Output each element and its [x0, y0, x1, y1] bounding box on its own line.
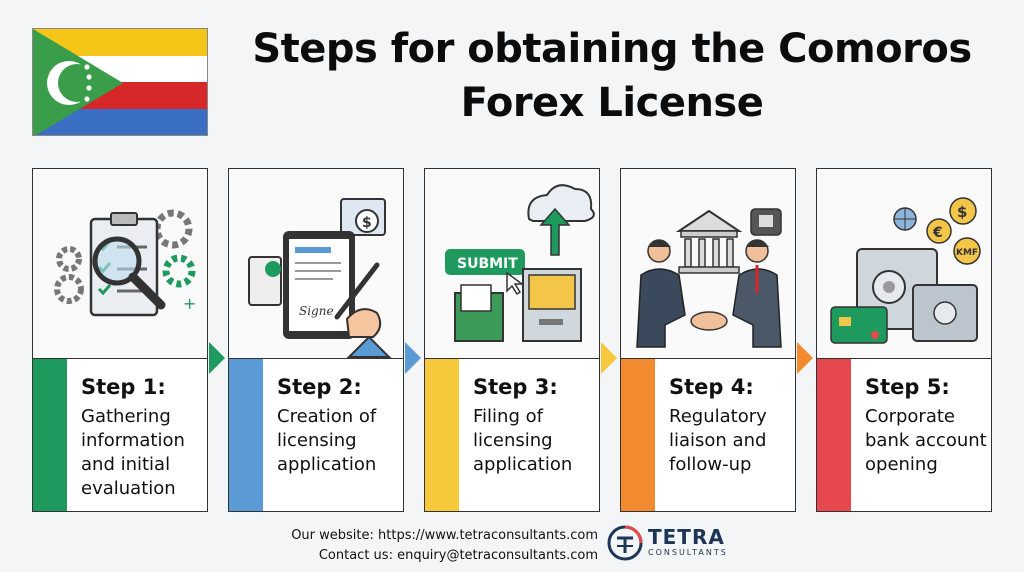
- website-link[interactable]: Our website: https://www.tetraconsultant…: [291, 528, 598, 543]
- comoros-flag: [32, 28, 208, 136]
- svg-text:$: $: [957, 203, 967, 221]
- step-card-1: + Step 1: Gathering information and init…: [32, 168, 208, 512]
- step-card-5: $ € KMF Step 5: Corporate bank account o…: [816, 168, 992, 512]
- step-label: Step 5:: [865, 375, 950, 399]
- brand-name: TETRA: [648, 525, 725, 549]
- step-label: Step 2:: [277, 375, 362, 399]
- tablet-signature-icon: $ Signe: [229, 169, 403, 359]
- step-description: Corporate bank account opening: [865, 406, 987, 475]
- handshake-regulator-icon: [621, 169, 795, 359]
- brand-wordmark: TETRA CONSULTANTS: [648, 526, 728, 558]
- step-description: Creation of licensing application: [277, 406, 377, 475]
- step-description: Gathering information and initial evalua…: [81, 406, 185, 499]
- step-label: Step 4:: [669, 375, 754, 399]
- step-card-3: SUBMIT Step 3: Filing of licensing appli…: [424, 168, 600, 512]
- contact-info: Our website: https://www.tetraconsultant…: [291, 526, 598, 566]
- svg-text:€: €: [932, 225, 943, 241]
- step-color-bar: [229, 359, 263, 511]
- svg-text:KMF: KMF: [956, 248, 978, 258]
- page-title: Steps for obtaining the Comoros Forex Li…: [252, 26, 972, 126]
- step-color-bar: [817, 359, 851, 511]
- arrow-right-icon: [601, 342, 617, 374]
- svg-text:Signe: Signe: [299, 304, 334, 318]
- step-description: Filing of licensing application: [473, 406, 573, 475]
- brand-subtitle: CONSULTANTS: [648, 548, 728, 557]
- crescent-stars-icon: [47, 61, 96, 105]
- step-card-4: Step 4: Regulatory liaison and follow-up: [620, 168, 796, 512]
- clipboard-magnifier-icon: +: [33, 169, 207, 359]
- submit-filing-icon: SUBMIT: [425, 169, 599, 359]
- step-label: Step 3:: [473, 375, 558, 399]
- tetra-logo-icon: [607, 525, 643, 561]
- step-color-bar: [425, 359, 459, 511]
- arrow-right-icon: [797, 342, 813, 374]
- svg-text:$: $: [362, 215, 372, 231]
- step-color-bar: [33, 359, 67, 511]
- svg-text:+: +: [183, 294, 196, 313]
- step-label: Step 1:: [81, 375, 166, 399]
- step-card-2: $ Signe Step 2: Creation of licensing ap…: [228, 168, 404, 512]
- step-description: Regulatory liaison and follow-up: [669, 406, 767, 475]
- step-color-bar: [621, 359, 655, 511]
- contact-email[interactable]: Contact us: enquiry@tetraconsultants.com: [318, 548, 598, 563]
- svg-text:SUBMIT: SUBMIT: [457, 256, 518, 272]
- arrow-right-icon: [209, 342, 225, 374]
- arrow-right-icon: [405, 342, 421, 374]
- bank-vault-icon: $ € KMF: [817, 169, 991, 359]
